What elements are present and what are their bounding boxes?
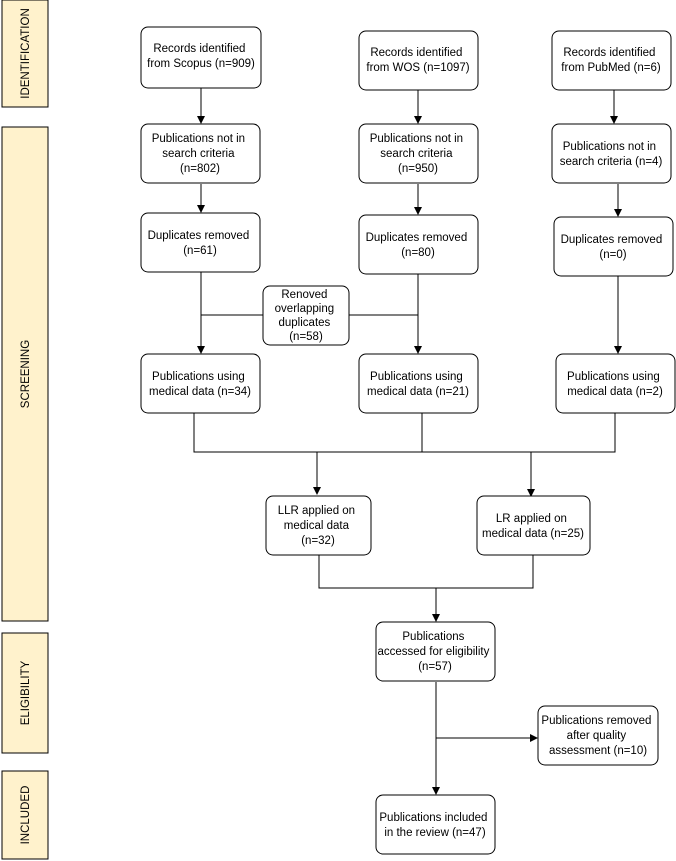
box-line: LR applied on [496,513,567,525]
box-pubmed-duplicates: Duplicates removed (n=0) [553,216,674,277]
svg-text:LLR applied on medical d: LLR applied on medical data (n=32) [278,505,359,547]
box-line: search criteria [162,148,235,160]
box-scopus-medical: Publications using medical data (n=34) [140,353,261,414]
box-line: medical data [284,520,350,532]
box-overlapping-duplicates: Renoved overlapping duplicates (n=58) [262,285,350,346]
box-line: from Scopus (n=909) [147,58,255,70]
box-line: assessment (n=10) [549,745,647,757]
svg-text:Publications using medic: Publications using medical data (n=2) [567,371,663,398]
box-eligibility-assessed: Publications accessed for eligibility (n… [375,621,496,682]
box-pubmed-not-in-criteria: Publications not in search criteria (n=4… [551,123,672,184]
box-line: Publications using [152,371,245,383]
stage-label-identification: IDENTIFICATION [20,8,32,99]
box-wos-not-in-criteria: Publications not in search criteria (n=9… [358,123,479,184]
svg-text:Publications using medic: Publications using medical data (n=34) [149,371,251,398]
box-line: duplicates [279,317,331,329]
box-scopus-records: Records identified from Scopus (n=909) [140,26,262,89]
svg-text:Records identified from: Records identified from PubMed (n=6) [561,47,661,74]
svg-text:Publications removed aft: Publications removed after quality asses… [541,715,654,757]
box-line: (n=58) [289,331,323,343]
box-wos-medical: Publications using medical data (n=21) [358,353,479,414]
box-line: Records identified [153,43,245,55]
box-line: from WOS (n=1097) [366,62,469,74]
stage-eligibility: ELIGIBILITY [1,632,49,754]
stage-screening: SCREENING [1,126,49,622]
box-line: search criteria (n=4) [560,156,663,168]
box-line: medical data (n=25) [482,528,584,540]
stage-identification: IDENTIFICATION [1,0,49,108]
box-line: medical data (n=2) [567,386,663,398]
box-line: Publications removed [541,715,651,727]
box-line: Publications not in [370,133,463,145]
box-line: medical data (n=21) [367,386,469,398]
box-pubmed-medical: Publications using medical data (n=2) [555,353,676,414]
box-line: Publications not in [563,141,656,153]
stage-label-eligibility: ELIGIBILITY [20,660,32,725]
box-line: (n=61) [183,245,217,257]
box-pubmed-records: Records identified from PubMed (n=6) [551,30,672,91]
box-line: after quality [567,730,627,742]
box-line: Publications not in [152,133,245,145]
box-line: search criteria [380,148,453,160]
box-line: Duplicates removed [366,232,468,244]
svg-text:Duplicates removed (n=80: Duplicates removed (n=80) [366,232,471,259]
box-line: overlapping [275,303,334,315]
stage-included: INCLUDED [1,770,49,860]
svg-text:Publications using medic: Publications using medical data (n=21) [367,371,469,398]
box-line: (n=80) [401,247,435,259]
box-line: LLR applied on [278,505,355,517]
box-line: Renoved [281,289,327,301]
box-line: medical data (n=34) [149,386,251,398]
connectors [193,88,622,795]
box-llr-applied: LLR applied on medical data (n=32) [265,495,372,556]
box-line: Duplicates removed [148,230,250,242]
svg-text:Duplicates removed (n=61: Duplicates removed (n=61) [148,230,253,257]
box-line: Publications included [379,812,487,824]
stage-label-included: INCLUDED [20,786,32,845]
svg-text:Renoved overlapping: Renoved overlapping duplicates (n=58) [275,289,338,343]
svg-text:LR applied on medical da: LR applied on medical data (n=25) [482,513,584,540]
box-line: from PubMed (n=6) [561,62,661,74]
box-scopus-not-in-criteria: Publications not in search criteria (n=8… [140,123,261,184]
box-wos-duplicates: Duplicates removed (n=80) [358,214,479,275]
box-included-review: Publications included in the review (n=4… [375,794,496,855]
merge-line-medical [193,413,616,453]
svg-text:Records identified from: Records identified from WOS (n=1097) [366,47,469,74]
svg-text:Publications not in sear: Publications not in search criteria (n=9… [370,133,467,175]
box-line: Publications using [567,371,660,383]
svg-text:Duplicates removed (n=0): Duplicates removed (n=0) [561,234,666,261]
svg-text:Publications not in sear: Publications not in search criteria (n=8… [152,133,249,175]
box-line: (n=802) [180,163,220,175]
svg-text:Publications accessed fo: Publications accessed for eligibility (n… [377,631,492,673]
svg-text:Publications included in: Publications included in the review (n=4… [379,812,490,839]
box-line: Records identified [563,47,655,59]
svg-text:Records identified from: Records identified from Scopus (n=909) [147,43,255,70]
box-lr-applied: LR applied on medical data (n=25) [476,495,591,556]
box-line: (n=57) [418,661,452,673]
box-scopus-duplicates: Duplicates removed (n=61) [140,212,261,273]
box-line: (n=32) [301,535,335,547]
box-line: Duplicates removed [561,234,663,246]
svg-text:Publications not in sear: Publications not in search criteria (n=4… [560,141,663,168]
box-line: (n=950) [398,163,438,175]
box-line: accessed for eligibility [377,646,489,658]
box-line: in the review (n=47) [384,827,485,839]
box-line: Publications [402,631,464,643]
merge-line-methods [318,555,534,589]
box-line: (n=0) [599,249,626,261]
box-wos-records: Records identified from WOS (n=1097) [358,30,479,91]
box-line: Publications using [370,371,463,383]
box-quality-removed: Publications removed after quality asses… [537,705,659,766]
box-line: Records identified [370,47,462,59]
stage-label-screening: SCREENING [20,340,32,408]
